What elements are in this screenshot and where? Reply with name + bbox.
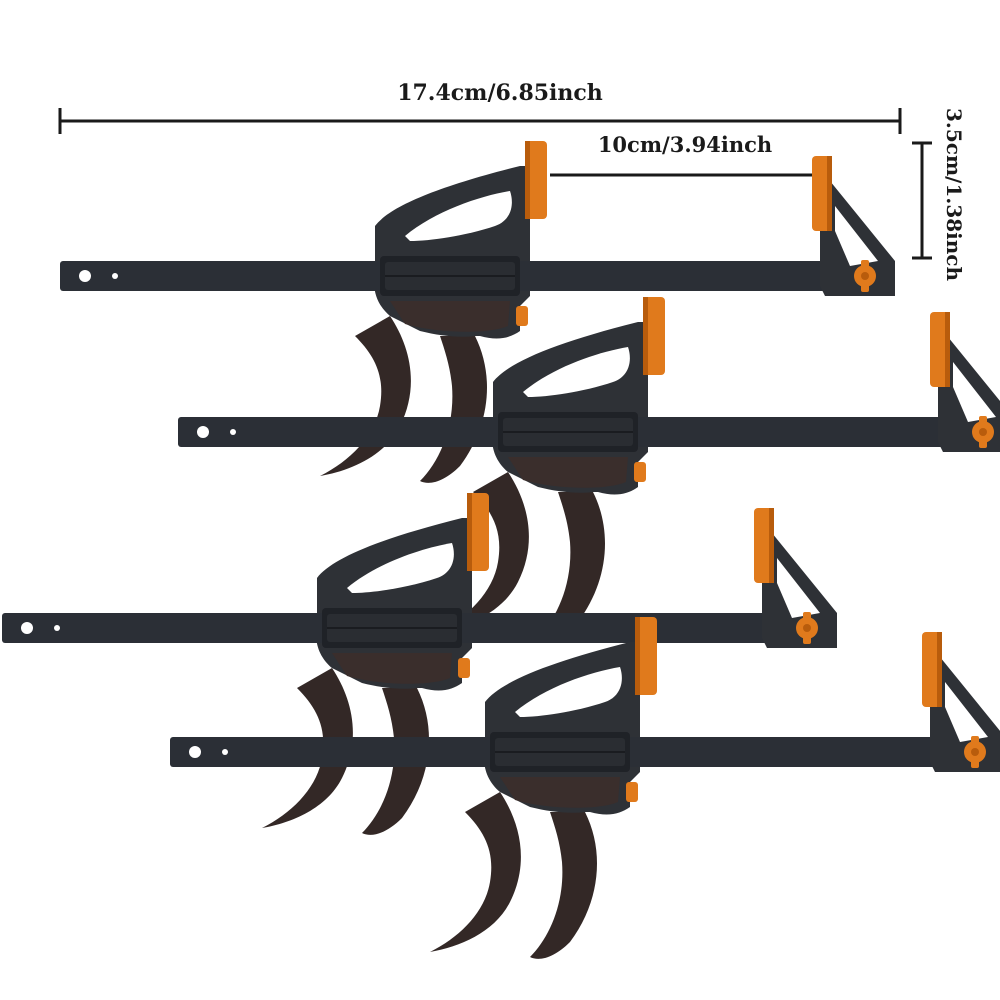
clamp-4 xyxy=(169,616,1000,960)
dimension-jaw-opening: 10cm/3.94inch xyxy=(550,132,817,186)
clamp-3 xyxy=(1,492,838,836)
dimension-throat-depth: 3.5cm/1.38inch xyxy=(912,108,966,281)
overall-length-label: 17.4cm/6.85inch xyxy=(397,80,603,106)
throat-depth-label: 3.5cm/1.38inch xyxy=(942,108,966,281)
clamp-2 xyxy=(177,296,1000,640)
jaw-opening-label: 10cm/3.94inch xyxy=(598,132,772,157)
dimension-overall: 17.4cm/6.85inch xyxy=(58,80,902,134)
